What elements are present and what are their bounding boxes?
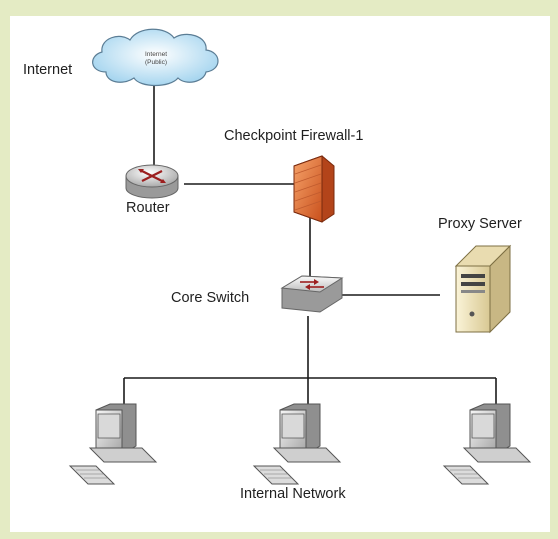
core-switch-label: Core Switch [171, 290, 250, 306]
cloud-label-line2: (Public) [145, 59, 167, 66]
router-icon [125, 164, 179, 199]
proxy-server-icon [454, 244, 512, 334]
internet-label: Internet [23, 62, 73, 78]
core-switch-icon [280, 275, 344, 313]
firewall-label: Checkpoint Firewall-1 [224, 128, 364, 144]
internal-network-label: Internal Network [240, 486, 346, 502]
workstation-icon-2 [252, 403, 342, 485]
diagram-panel: Internet (Public) [10, 16, 550, 532]
network-diagram: Internet (Public) [68, 28, 532, 485]
cloud-label-line1: Internet [145, 51, 167, 58]
connection-lines [123, 82, 497, 404]
firewall-icon [293, 155, 335, 223]
workstation-icon-3 [442, 403, 532, 485]
router-label: Router [126, 200, 170, 216]
proxy-server-label: Proxy Server [438, 216, 522, 232]
workstation-icon-1 [68, 403, 158, 485]
internet-cloud-icon: Internet (Public) [92, 28, 219, 87]
